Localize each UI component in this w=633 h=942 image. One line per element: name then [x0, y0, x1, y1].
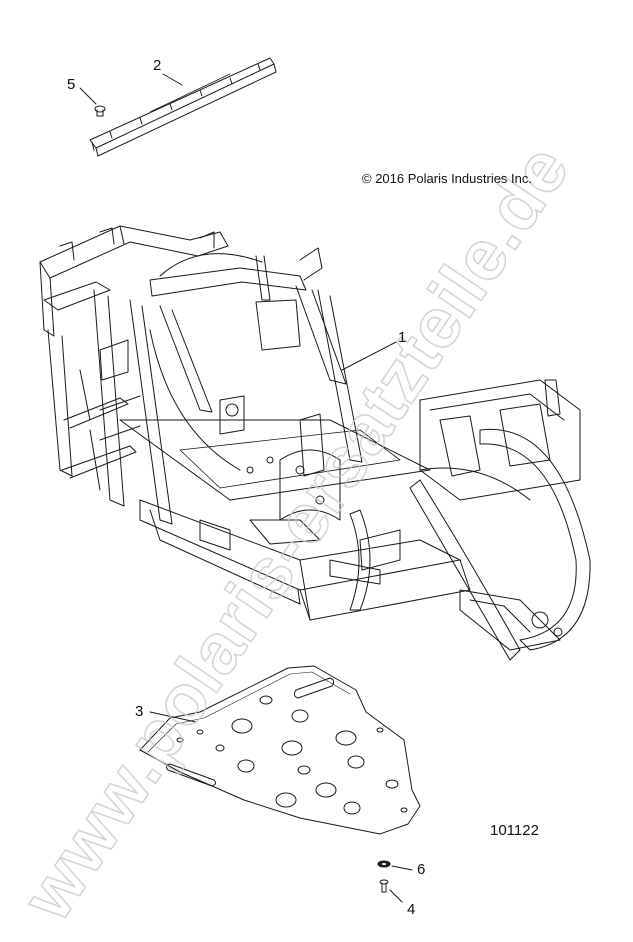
callout-1: 1 [398, 329, 407, 346]
part-1-frame [39, 225, 591, 661]
part-2-rail [89, 57, 277, 157]
leader-2 [162, 73, 183, 86]
part-5-screw [79, 87, 106, 117]
part-4-screw [379, 879, 403, 903]
callout-3: 3 [135, 703, 144, 720]
callout-6: 6 [417, 861, 426, 878]
callout-5: 5 [67, 76, 76, 93]
callout-2: 2 [153, 57, 162, 74]
callout-4: 4 [407, 901, 416, 918]
copyright-notice: © 2016 Polaris Industries Inc. [362, 171, 532, 186]
leader-1 [341, 341, 397, 371]
part-3-skid-plate [139, 665, 421, 835]
drawing-number: 101122 [490, 822, 539, 839]
leader-3 [149, 711, 197, 723]
part-6-washer [377, 860, 413, 871]
